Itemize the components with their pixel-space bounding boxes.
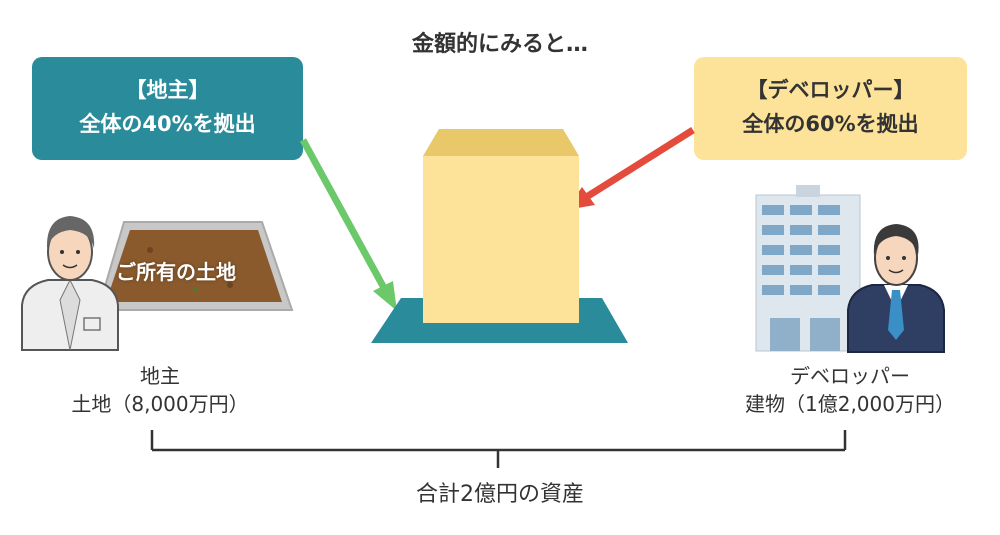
landowner-callout: 【地主】 全体の40%を拠出 bbox=[32, 57, 303, 160]
developer-asset: 建物（1億2,000万円） bbox=[745, 392, 955, 416]
developer-name: デベロッパー bbox=[790, 364, 910, 388]
developer-label: デベロッパー 建物（1億2,000万円） bbox=[715, 362, 985, 418]
developer-callout-heading: 【デベロッパー】 bbox=[746, 78, 915, 102]
developer-avatar bbox=[847, 224, 945, 353]
red-arrow bbox=[566, 127, 695, 210]
land-plot bbox=[96, 221, 294, 311]
landowner-callout-heading: 【地主】 bbox=[125, 78, 210, 102]
landowner-name: 地主 bbox=[140, 364, 180, 388]
developer-callout-text: 全体の60%を拠出 bbox=[742, 112, 919, 136]
landowner-label: 地主 土地（8,000万円） bbox=[40, 362, 280, 418]
page-title: 金額的にみると… bbox=[411, 32, 588, 57]
landowner-callout-text: 全体の40%を拠出 bbox=[79, 112, 256, 136]
landowner-asset: 土地（8,000万円） bbox=[71, 392, 249, 416]
total-bracket bbox=[150, 430, 847, 468]
apartment-building-icon bbox=[755, 185, 861, 352]
land-tag: ご所有の土地 bbox=[116, 260, 236, 284]
total-label: 合計2億円の資産 bbox=[416, 482, 584, 507]
developer-callout: 【デベロッパー】 全体の60%を拠出 bbox=[694, 57, 967, 160]
green-arrow bbox=[299, 138, 397, 311]
landowner-avatar bbox=[21, 216, 119, 351]
building-box bbox=[423, 129, 579, 323]
